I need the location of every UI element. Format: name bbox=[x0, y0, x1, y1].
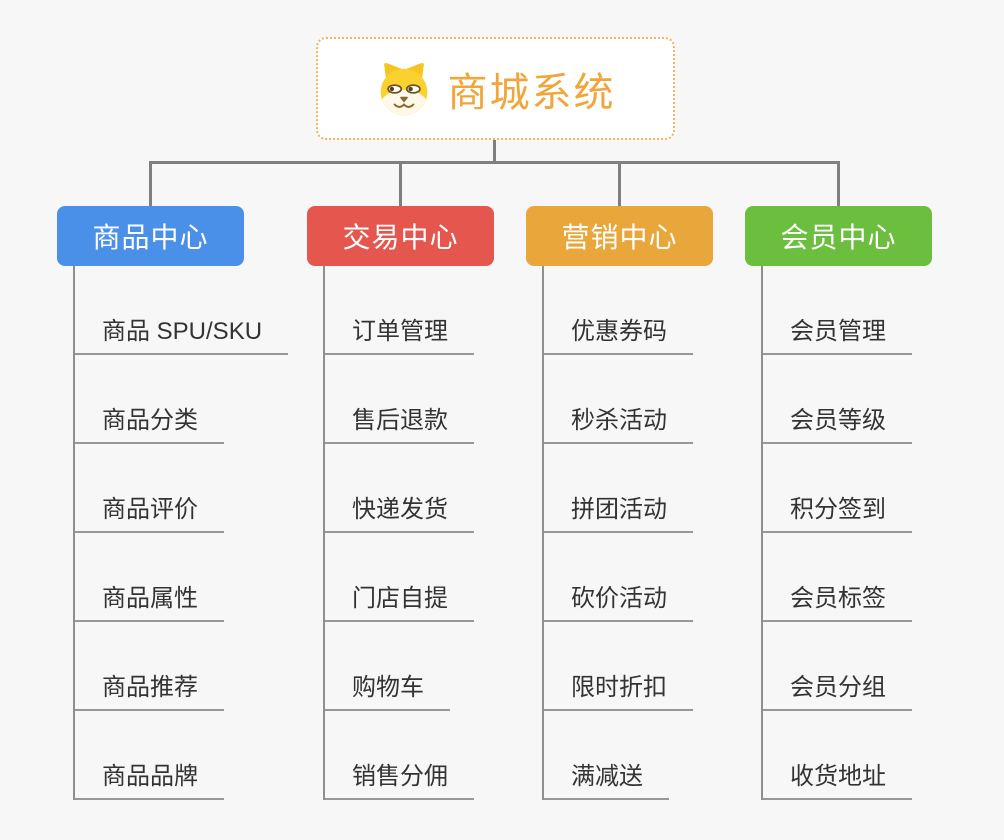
child-node[interactable]: 会员分组 bbox=[763, 622, 912, 711]
branch-node-trade-center[interactable]: 交易中心 bbox=[307, 206, 494, 266]
child-node[interactable]: 门店自提 bbox=[325, 533, 474, 622]
branch-children: 商品 SPU/SKU 商品分类 商品评价 商品属性 商品推荐 商品品牌 bbox=[73, 266, 289, 800]
child-node[interactable]: 订单管理 bbox=[325, 266, 474, 355]
child-node[interactable]: 商品 SPU/SKU bbox=[75, 266, 289, 355]
connector-root-stub bbox=[493, 140, 496, 163]
child-node[interactable]: 快递发货 bbox=[325, 444, 474, 533]
branch-children: 优惠券码 秒杀活动 拼团活动 砍价活动 限时折扣 满减送 bbox=[542, 266, 693, 800]
child-node[interactable]: 积分签到 bbox=[763, 444, 912, 533]
branch-node-product-center[interactable]: 商品中心 bbox=[57, 206, 244, 266]
root-node[interactable]: 商城系统 bbox=[316, 37, 675, 140]
connector-drop bbox=[837, 161, 840, 206]
child-node[interactable]: 售后退款 bbox=[325, 355, 474, 444]
child-node[interactable]: 会员管理 bbox=[763, 266, 912, 355]
branch-children: 订单管理 售后退款 快递发货 门店自提 购物车 销售分佣 bbox=[323, 266, 474, 800]
child-node[interactable]: 收货地址 bbox=[763, 711, 912, 800]
child-node[interactable]: 秒杀活动 bbox=[544, 355, 693, 444]
branch-column-trade-center: 交易中心 订单管理 售后退款 快递发货 门店自提 购物车 销售分佣 bbox=[307, 206, 567, 800]
child-node[interactable]: 满减送 bbox=[544, 711, 669, 800]
connector-bus bbox=[149, 161, 840, 164]
child-node[interactable]: 会员标签 bbox=[763, 533, 912, 622]
connector-drop bbox=[399, 161, 402, 206]
child-node[interactable]: 商品分类 bbox=[75, 355, 224, 444]
child-node[interactable]: 购物车 bbox=[325, 622, 450, 711]
child-node[interactable]: 优惠券码 bbox=[544, 266, 693, 355]
child-node[interactable]: 商品推荐 bbox=[75, 622, 224, 711]
root-title: 商城系统 bbox=[447, 70, 616, 115]
branch-column-member-center: 会员中心 会员管理 会员等级 积分签到 会员标签 会员分组 收货地址 bbox=[745, 206, 1004, 800]
child-node[interactable]: 商品评价 bbox=[75, 444, 224, 533]
child-node[interactable]: 商品属性 bbox=[75, 533, 224, 622]
child-node[interactable]: 商品品牌 bbox=[75, 711, 224, 800]
branch-node-member-center[interactable]: 会员中心 bbox=[745, 206, 932, 266]
child-node[interactable]: 拼团活动 bbox=[544, 444, 693, 533]
child-node[interactable]: 销售分佣 bbox=[325, 711, 474, 800]
child-node[interactable]: 会员等级 bbox=[763, 355, 912, 444]
branch-node-marketing-center[interactable]: 营销中心 bbox=[526, 206, 713, 266]
child-node[interactable]: 限时折扣 bbox=[544, 622, 693, 711]
branch-column-marketing-center: 营销中心 优惠券码 秒杀活动 拼团活动 砍价活动 限时折扣 满减送 bbox=[526, 206, 786, 800]
branch-children: 会员管理 会员等级 积分签到 会员标签 会员分组 收货地址 bbox=[761, 266, 912, 800]
dog-face-icon bbox=[380, 62, 427, 115]
branch-column-product-center: 商品中心 商品 SPU/SKU 商品分类 商品评价 商品属性 商品推荐 商品品牌 bbox=[57, 206, 317, 800]
connector-drop bbox=[149, 161, 152, 206]
child-node[interactable]: 砍价活动 bbox=[544, 533, 693, 622]
connector-drop bbox=[618, 161, 621, 206]
